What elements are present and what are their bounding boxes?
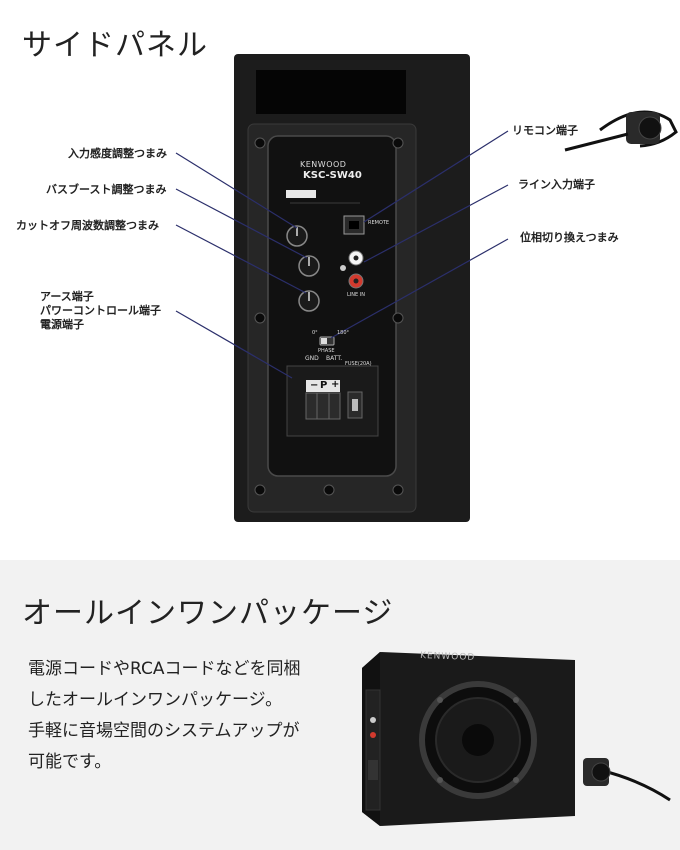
screw [254,484,266,496]
package-brand-text: KENWOOD [419,651,476,663]
callout-remote-terminal: リモコン端子 [512,124,578,137]
callout-line-input: ライン入力端子 [518,178,595,191]
panel-gnd-text: GND [305,355,319,362]
screw [392,312,404,324]
panel-fuse-text: FUSE(20A) [345,361,372,367]
package-description-line-1: 電源コードやRCAコードなどを同梱 [28,659,301,679]
package-heading: オールインワンパッケージ [22,596,394,631]
screw [392,484,404,496]
package-description-line-4: 可能です。 [28,752,112,772]
callout-ground-line-2: パワーコントロール端子 [40,304,161,317]
terminal-minus-label: − [310,380,319,391]
leader-lines [175,130,509,379]
callout-phase-switch: 位相切り換えつまみ [520,231,619,244]
callout-bass-boost: バスブースト調整つまみ [46,183,167,196]
panel-batt-text: BATT. [326,355,343,362]
woofer-dustcap [462,724,494,756]
screw [254,312,266,324]
subwoofer-package-view [362,652,671,826]
callout-input-sensitivity: 入力感度調整つまみ [68,147,167,160]
callout-ground-terminal: アース端子 パワーコントロール端子 電源端子 [40,290,161,332]
terminal-label-strip [306,380,340,392]
callout-cutoff-frequency: カットオフ周波数調整つまみ [16,219,159,232]
serial-sticker [286,190,316,198]
screw [323,484,335,496]
panel-model-text: KSC-SW40 [303,170,362,181]
side-panel-heading: サイドパネル [22,28,208,63]
terminal-screws [305,392,341,420]
screw [254,137,266,149]
package-description: 電源コードやRCAコードなどを同梱 したオールインワンパッケージ。 手軽に音場空… [28,654,348,778]
panel-phase-text: PHASE [318,348,335,354]
panel-phase-0-text: 0° [312,330,318,336]
subwoofer-side-view [175,54,678,522]
package-description-line-3: 手軽に音場空間のシステムアップが [28,721,300,741]
screw [392,137,404,149]
callout-ground-line-3: 電源端子 [40,318,84,331]
panel-line-in-text: LINE IN [347,292,365,298]
panel-brand-text: KENWOOD [300,160,347,169]
led [340,265,346,271]
panel-remote-text: REMOTE [368,220,390,226]
terminal-p-label: P [320,380,328,391]
package-description-line-2: したオールインワンパッケージ。 [28,690,283,710]
callout-ground-line-1: アース端子 [40,290,94,303]
handle-slot [256,70,406,114]
package-remote-cable [599,768,671,802]
panel-phase-180-text: 180° [337,330,350,336]
terminal-plus-label: + [331,379,340,390]
